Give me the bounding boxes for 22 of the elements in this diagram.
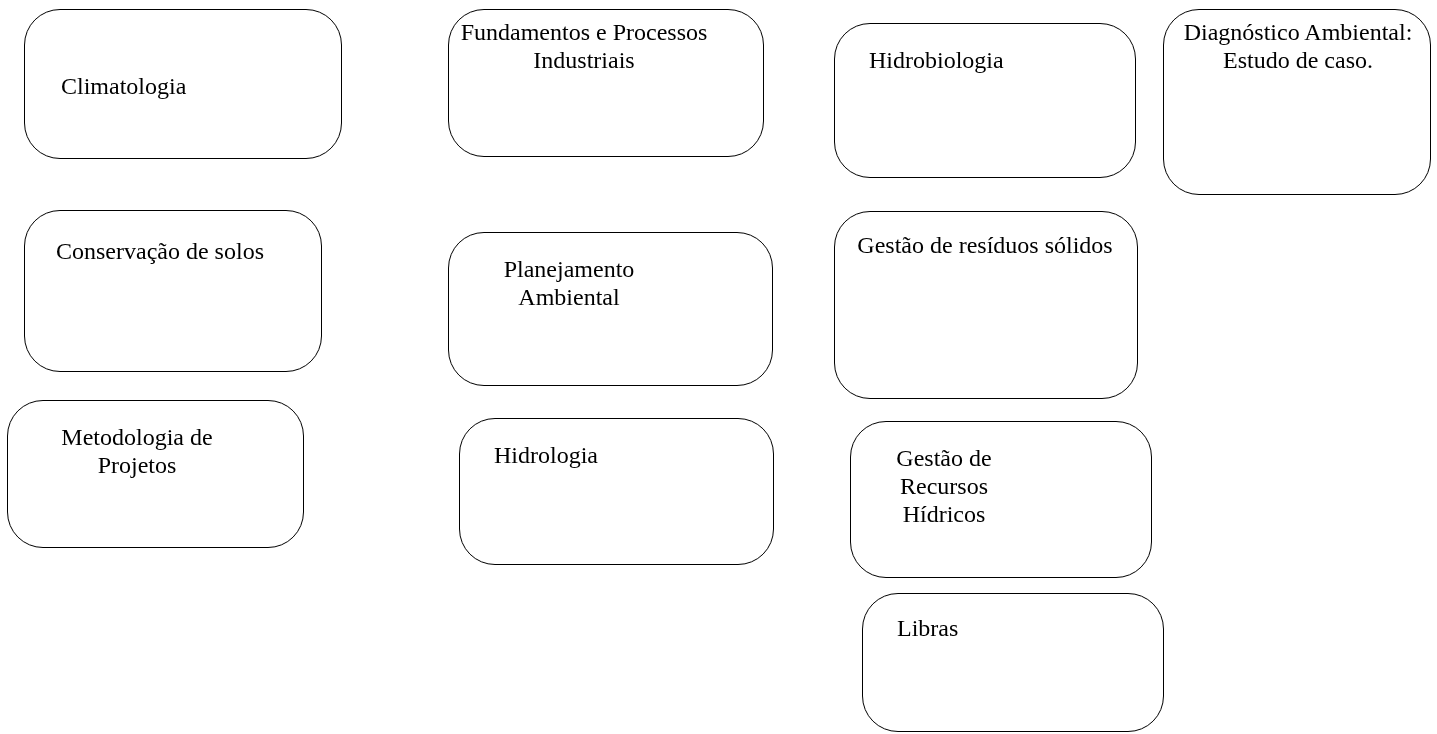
- rounded-box: [862, 593, 1164, 732]
- box-label: Gestão de Recursos Hídricos: [895, 444, 993, 528]
- rounded-box: [850, 421, 1152, 578]
- rounded-box: [834, 23, 1136, 178]
- rounded-box: [24, 210, 322, 372]
- box-label: Metodologia de Projetos: [60, 423, 214, 479]
- box-label: Fundamentos e Processos Industriais: [459, 18, 709, 74]
- box-label: Diagnóstico Ambiental: Estudo de caso.: [1182, 18, 1414, 74]
- rounded-box: [1163, 9, 1431, 195]
- box-label: Hidrologia: [494, 441, 599, 469]
- rounded-box: [448, 9, 764, 157]
- box-label: Climatologia: [61, 72, 188, 100]
- rounded-box: [834, 211, 1138, 399]
- rounded-box: [459, 418, 774, 565]
- box-label: Hidrobiologia: [869, 46, 1005, 74]
- box-label: Planejamento Ambiental: [502, 255, 636, 311]
- rounded-box: [7, 400, 304, 548]
- rounded-box: [24, 9, 342, 159]
- rounded-box: [448, 232, 773, 386]
- box-label: Conservação de solos: [55, 237, 265, 265]
- box-label: Gestão de resíduos sólidos: [856, 231, 1114, 259]
- box-label: Libras: [897, 614, 960, 642]
